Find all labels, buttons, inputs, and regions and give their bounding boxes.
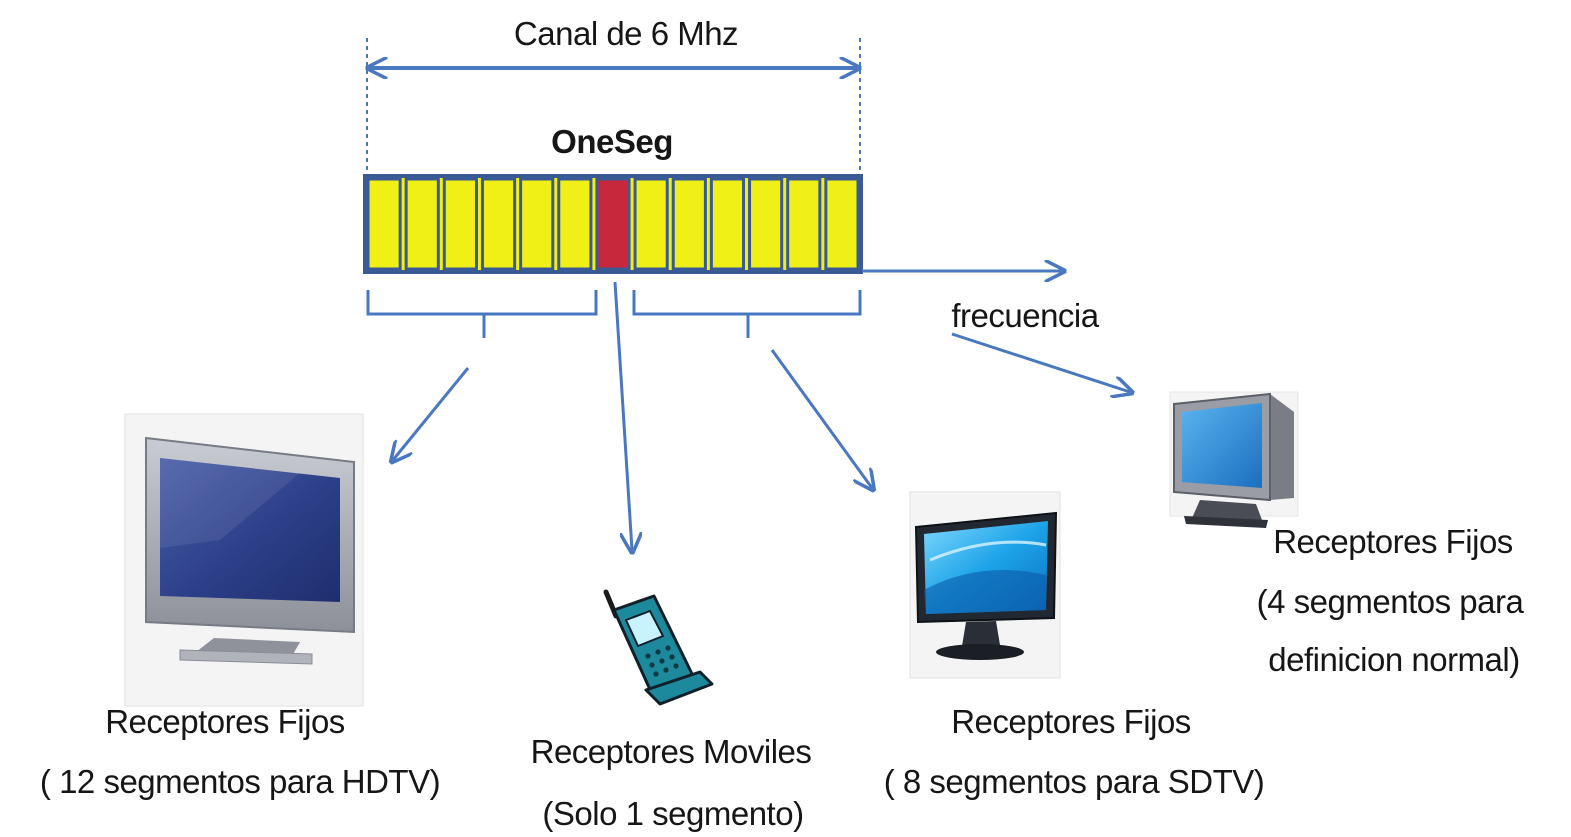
channel-segment bbox=[633, 177, 669, 271]
widescreen-monitor-icon bbox=[909, 491, 1061, 679]
channel-segment bbox=[824, 177, 860, 271]
channel-segment bbox=[442, 177, 478, 271]
normal-receiver-detail-line1: (4 segmentos para bbox=[1256, 583, 1524, 620]
hdtv-segment-bracket bbox=[366, 290, 598, 338]
hdtv-receiver-title: Receptores Fijos bbox=[105, 703, 345, 740]
normal-receiver-detail-line2: definicion normal) bbox=[1268, 641, 1520, 678]
channel-dimension bbox=[367, 38, 860, 180]
mobile-phone-icon bbox=[603, 589, 714, 706]
channel-width-label: Canal de 6 Mhz bbox=[513, 15, 739, 52]
segment-bar bbox=[363, 174, 863, 274]
channel-segment bbox=[748, 177, 784, 271]
oneseg-segment bbox=[595, 177, 631, 271]
arrow-to-mobile bbox=[613, 281, 632, 550]
crt-monitor-icon bbox=[1169, 391, 1299, 528]
normal-receiver-title: Receptores Fijos bbox=[1273, 523, 1513, 560]
channel-segment bbox=[366, 177, 402, 271]
flat-tv-icon bbox=[124, 413, 364, 707]
channel-segment bbox=[786, 177, 822, 271]
sdtv-receiver-detail: ( 8 segmentos para SDTV) bbox=[883, 763, 1265, 800]
mobile-receiver-detail: (Solo 1 segmento) bbox=[542, 795, 804, 832]
arrow-to-normal bbox=[951, 332, 1130, 392]
hdtv-receiver-detail: ( 12 segmentos para HDTV) bbox=[39, 763, 441, 800]
channel-segment bbox=[404, 177, 440, 271]
channel-segment bbox=[557, 177, 593, 271]
frequency-axis-label: frecuencia bbox=[951, 297, 1099, 334]
sdtv-receiver-title: Receptores Fijos bbox=[951, 703, 1191, 740]
oneseg-label: OneSeg bbox=[551, 123, 673, 160]
arrow-to-hdtv bbox=[393, 367, 470, 460]
channel-segment bbox=[671, 177, 707, 271]
channel-segment bbox=[480, 177, 517, 271]
sdtv-segment-bracket bbox=[632, 290, 862, 338]
arrow-to-sdtv bbox=[770, 349, 872, 488]
mobile-receiver-title: Receptores Moviles bbox=[530, 733, 812, 770]
channel-segment bbox=[709, 177, 746, 271]
channel-segment bbox=[519, 177, 555, 271]
pointer-arrows bbox=[393, 281, 1130, 550]
